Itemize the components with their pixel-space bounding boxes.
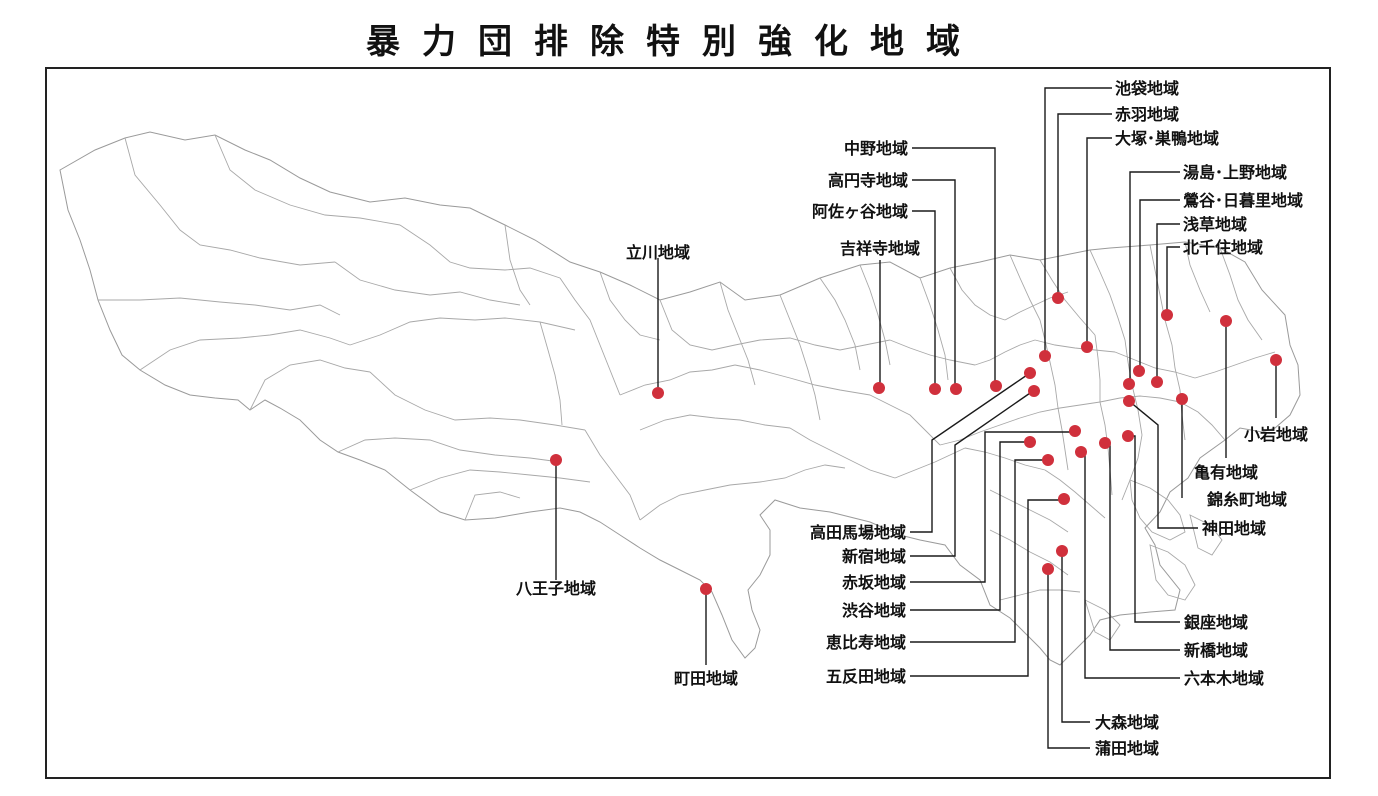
tokyo-outline bbox=[59, 131, 1301, 666]
label-asakusa: 浅草地域 bbox=[1183, 215, 1247, 234]
marker-tachikawa bbox=[652, 387, 664, 399]
marker-machida bbox=[700, 583, 712, 595]
label-tachikawa: 立川地域 bbox=[626, 243, 690, 262]
label-koiwa: 小岩地域 bbox=[1244, 425, 1308, 444]
label-kitasenju: 北千住地域 bbox=[1183, 238, 1263, 257]
label-ikebukuro: 池袋地域 bbox=[1115, 79, 1179, 98]
marker-ebisu bbox=[1042, 454, 1054, 466]
marker-shinbashi bbox=[1099, 437, 1111, 449]
marker-asagaya bbox=[929, 383, 941, 395]
marker-hachioji bbox=[550, 454, 562, 466]
label-kamata: 蒲田地域 bbox=[1095, 739, 1159, 758]
label-kanda: 神田地域 bbox=[1202, 519, 1266, 538]
label-akasaka: 赤坂地域 bbox=[842, 573, 906, 592]
marker-shibuya bbox=[1024, 436, 1036, 448]
marker-otsuka bbox=[1081, 341, 1093, 353]
marker-akabane bbox=[1052, 292, 1064, 304]
label-asagaya: 阿佐ヶ谷地域 bbox=[812, 202, 908, 221]
marker-koenji bbox=[950, 383, 962, 395]
marker-kichijoji bbox=[873, 382, 885, 394]
label-koenji: 高円寺地域 bbox=[828, 171, 908, 190]
marker-yushima bbox=[1123, 378, 1135, 390]
label-gotanda: 五反田地域 bbox=[826, 667, 906, 686]
label-roppongi: 六本木地域 bbox=[1184, 669, 1264, 688]
marker-kanda bbox=[1123, 395, 1135, 407]
marker-takadanobaba bbox=[1024, 367, 1036, 379]
marker-kitasenju bbox=[1161, 309, 1173, 321]
label-shinjuku: 新宿地域 bbox=[842, 547, 906, 566]
marker-akasaka bbox=[1069, 425, 1081, 437]
marker-koiwa bbox=[1270, 354, 1282, 366]
map-frame bbox=[45, 67, 1331, 779]
area-labels: 池袋地域 赤羽地域 大塚･巣鴨地域 中野地域 高円寺地域 阿佐ヶ谷地域 吉祥寺地… bbox=[515, 79, 1308, 758]
label-yushima: 湯島･上野地域 bbox=[1183, 163, 1287, 182]
label-omori: 大森地域 bbox=[1095, 713, 1159, 732]
label-otsuka: 大塚･巣鴨地域 bbox=[1115, 129, 1219, 148]
label-ebisu: 恵比寿地域 bbox=[826, 633, 906, 652]
label-nakano: 中野地域 bbox=[844, 139, 908, 158]
label-kichijoji: 吉祥寺地域 bbox=[840, 239, 920, 258]
label-takadanobaba: 高田馬場地域 bbox=[810, 523, 906, 542]
label-uguisudani: 鶯谷･日暮里地域 bbox=[1183, 191, 1303, 210]
page-title: 暴力団排除特別強化地域 bbox=[366, 22, 982, 62]
label-kameari: 亀有地域 bbox=[1194, 463, 1258, 482]
marker-kinshicho bbox=[1176, 393, 1188, 405]
marker-ginza bbox=[1122, 430, 1134, 442]
marker-roppongi bbox=[1075, 446, 1087, 458]
marker-gotanda bbox=[1058, 493, 1070, 505]
label-hachioji: 八王子地域 bbox=[515, 579, 596, 598]
marker-kameari bbox=[1220, 315, 1232, 327]
label-ginza: 銀座地域 bbox=[1184, 613, 1248, 632]
label-machida: 町田地域 bbox=[674, 669, 738, 688]
label-shibuya: 渋谷地域 bbox=[842, 601, 906, 620]
label-kinshicho: 錦糸町地域 bbox=[1207, 490, 1287, 509]
municipal-boundaries bbox=[98, 134, 1276, 641]
marker-ikebukuro bbox=[1039, 350, 1051, 362]
marker-shinjuku bbox=[1028, 385, 1040, 397]
label-shinbashi: 新橋地域 bbox=[1184, 641, 1248, 660]
marker-kamata bbox=[1042, 563, 1054, 575]
marker-uguisudani bbox=[1133, 365, 1145, 377]
marker-asakusa bbox=[1151, 376, 1163, 388]
label-akabane: 赤羽地域 bbox=[1115, 105, 1179, 124]
area-markers bbox=[550, 292, 1282, 595]
marker-nakano bbox=[990, 380, 1002, 392]
marker-omori bbox=[1056, 545, 1068, 557]
